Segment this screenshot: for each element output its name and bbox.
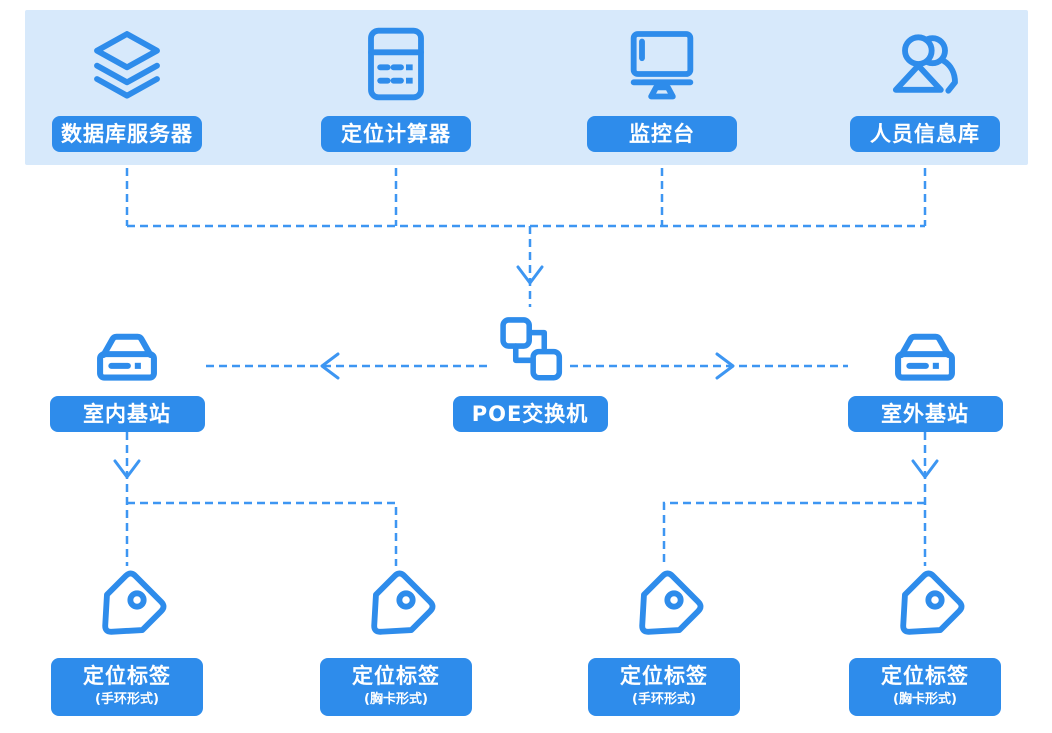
wire-outdoor-branch: [662, 501, 925, 566]
node-outdoor-station: 室外基站: [847, 322, 1003, 432]
node-position-calculator: 定位计算器: [321, 24, 471, 152]
switch-icon: [500, 317, 563, 381]
monitor-icon: [630, 31, 694, 100]
label-personnel-db: 人员信息库: [850, 116, 1000, 152]
arrow-down-outdoor: [911, 459, 939, 479]
arrow-right-to-outdoor: [715, 352, 735, 380]
arrow-down-to-switch: [516, 265, 544, 285]
tag-label: 定位标签: [881, 664, 969, 688]
label-tag-badge-1: 定位标签 (胸卡形式): [320, 658, 472, 716]
tag-icon: [900, 570, 965, 635]
base-station-icon: [895, 333, 955, 381]
node-tag-wristband-1: 定位标签 (手环形式): [51, 570, 203, 716]
node-tag-badge-2: 定位标签 (胸卡形式): [849, 570, 1001, 716]
label-tag-badge-2: 定位标签 (胸卡形式): [849, 658, 1001, 716]
base-station-icon: [97, 333, 157, 381]
calculator-icon: [368, 27, 424, 101]
tag-sublabel: (胸卡形式): [364, 692, 428, 707]
tag-icon: [102, 570, 167, 635]
label-database-server: 数据库服务器: [52, 116, 202, 152]
tag-icon: [639, 570, 704, 635]
arrow-down-indoor: [113, 459, 141, 479]
label-monitor-console: 监控台: [587, 116, 737, 152]
database-icon: [94, 31, 160, 99]
tag-label: 定位标签: [83, 664, 171, 688]
tag-sublabel: (胸卡形式): [893, 692, 957, 707]
label-outdoor-station: 室外基站: [847, 396, 1003, 432]
label-indoor-station: 室内基站: [49, 396, 205, 432]
label-tag-wristband-2: 定位标签 (手环形式): [588, 658, 740, 716]
tag-icon: [371, 570, 436, 635]
tag-sublabel: (手环形式): [95, 692, 159, 707]
label-tag-wristband-1: 定位标签 (手环形式): [51, 658, 203, 716]
label-position-calculator: 定位计算器: [321, 116, 471, 152]
node-poe-switch: POE交换机: [452, 312, 608, 432]
node-tag-badge-1: 定位标签 (胸卡形式): [320, 570, 472, 716]
node-indoor-station: 室内基站: [49, 322, 205, 432]
node-monitor-console: 监控台: [587, 24, 737, 152]
label-poe-switch: POE交换机: [452, 396, 608, 432]
node-database-server: 数据库服务器: [52, 24, 202, 152]
node-tag-wristband-2: 定位标签 (手环形式): [588, 570, 740, 716]
arrow-left-to-indoor: [320, 352, 340, 380]
tag-label: 定位标签: [620, 664, 708, 688]
node-personnel-db: 人员信息库: [850, 24, 1000, 152]
people-icon: [892, 34, 958, 94]
wire-indoor-branch: [127, 501, 398, 566]
tag-label: 定位标签: [352, 664, 440, 688]
tag-sublabel: (手环形式): [632, 692, 696, 707]
